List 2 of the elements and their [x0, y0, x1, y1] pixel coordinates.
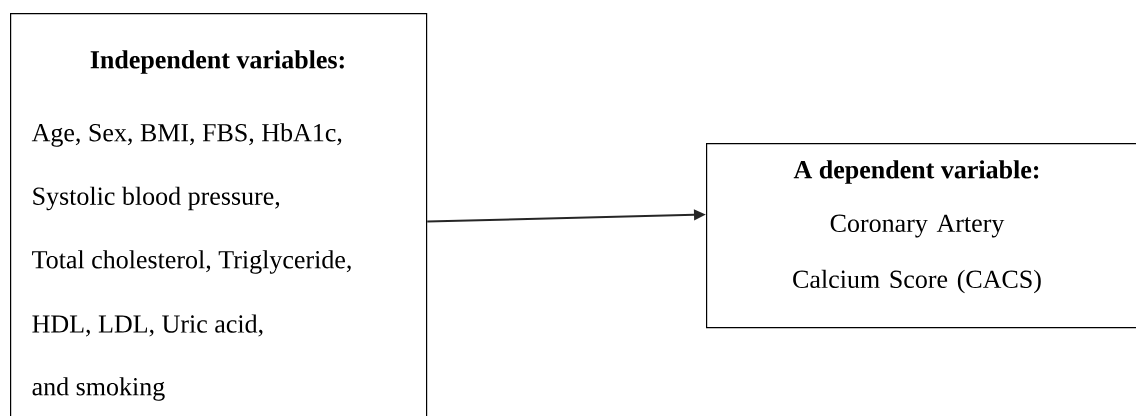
variable-box: Independent variables: Age, Sex, BMI, FBS, HbA1c, Systolic blood pressure, Total cholesterol, Triglyceride, HDL, LDL, Uric acid, and smoking: [10, 13, 428, 416]
variable-box: A dependent variable: Coronary Artery Calcium Score (CACS): [706, 143, 1136, 329]
